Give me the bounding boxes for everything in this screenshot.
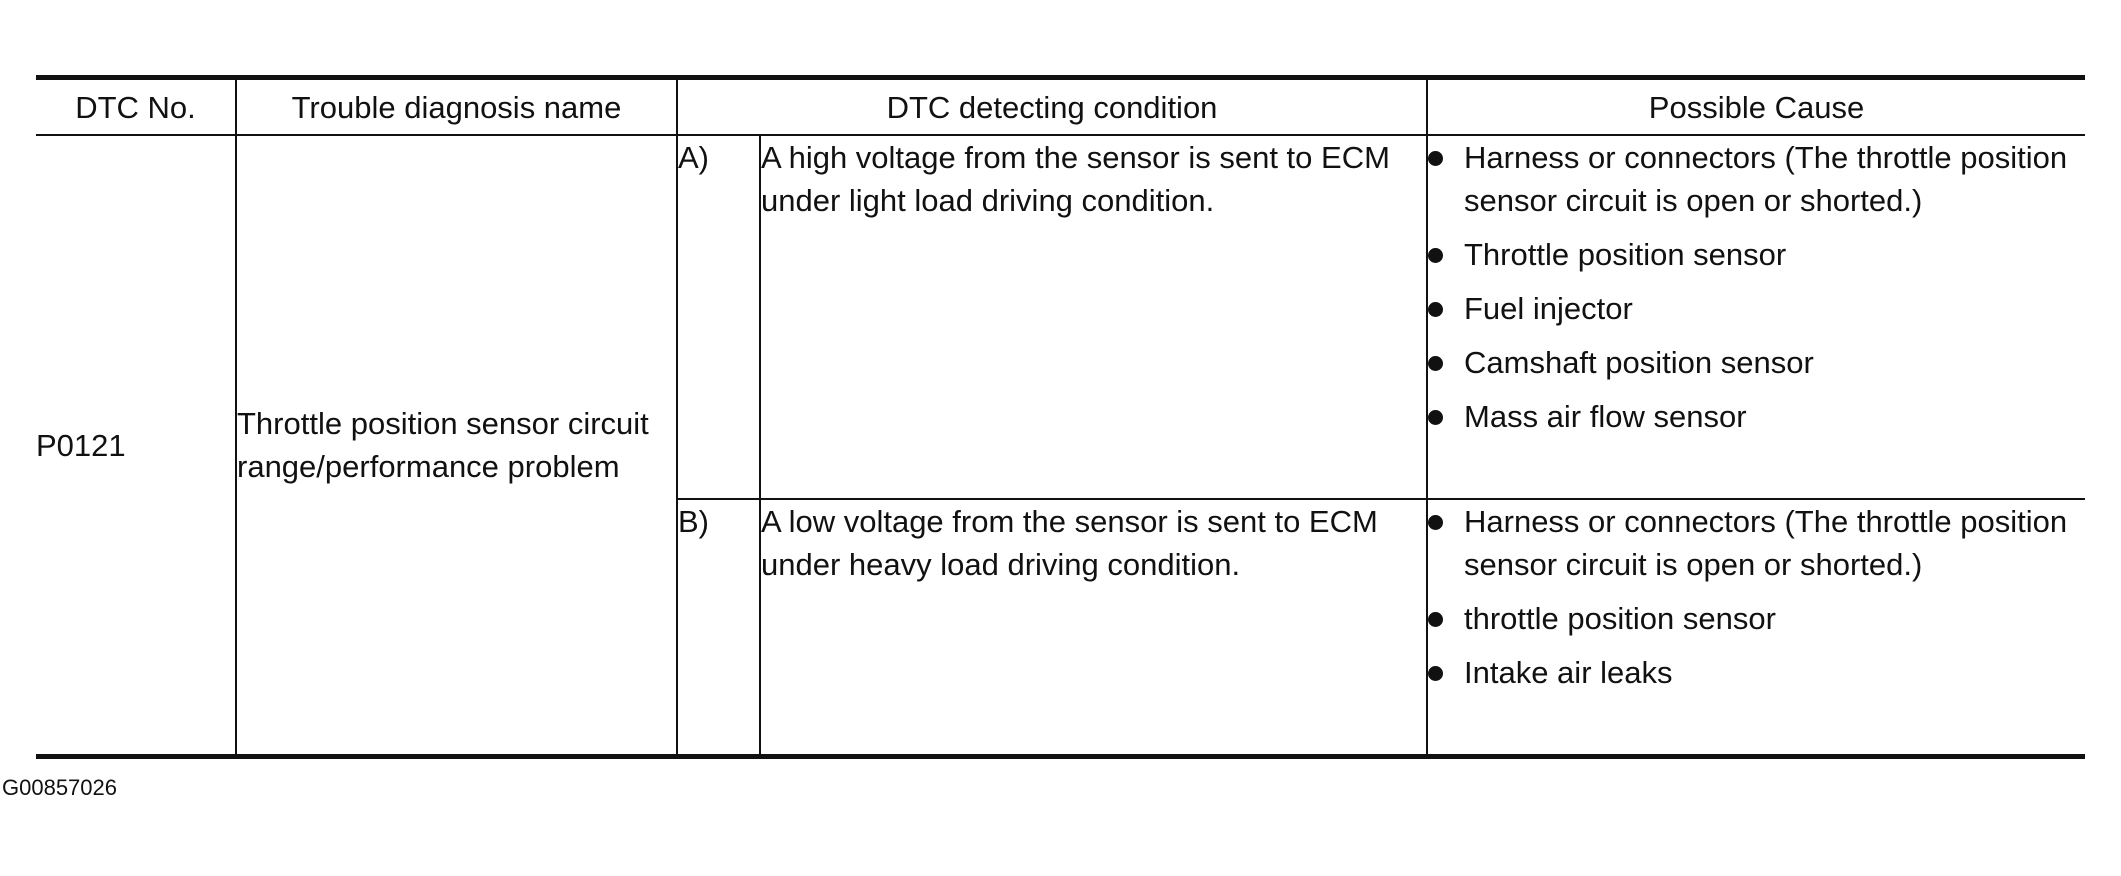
dtc-code: P0121 xyxy=(36,427,126,463)
bullet-icon xyxy=(1428,151,1443,166)
bullet-icon xyxy=(1428,248,1443,263)
bullet-icon xyxy=(1428,302,1443,317)
cause-item: Harness or connectors (The throttle posi… xyxy=(1428,500,2085,586)
cause-cell: Harness or connectors (The throttle posi… xyxy=(1426,135,2085,500)
bullet-icon xyxy=(1428,515,1443,530)
dtc-table: DTC No. Trouble diagnosis name DTC detec… xyxy=(36,75,2085,759)
bullet-icon xyxy=(1428,666,1443,681)
cause-item: Intake air leaks xyxy=(1428,651,2085,694)
condition-letter: B) xyxy=(677,499,761,759)
condition-letter: A) xyxy=(676,135,761,500)
cause-item: Throttle position sensor xyxy=(1428,233,2085,276)
header-dtc-no: DTC No. xyxy=(36,75,237,136)
cause-item: Camshaft position sensor xyxy=(1428,341,2085,384)
trouble-name: Throttle position sensor circuit range/p… xyxy=(237,406,649,484)
table-row: B) A low voltage from the sensor is sent… xyxy=(36,499,2085,759)
cause-item: Mass air flow sensor xyxy=(1428,395,2085,438)
table-header-row: DTC No. Trouble diagnosis name DTC detec… xyxy=(36,75,2085,136)
bullet-icon xyxy=(1428,612,1443,627)
cause-item: Fuel injector xyxy=(1428,287,2085,330)
dtc-code-cell: P0121 xyxy=(36,135,237,759)
condition-text: A high voltage from the sensor is sent t… xyxy=(759,135,1428,500)
header-condition: DTC detecting condition xyxy=(676,75,1428,136)
cause-cell: Harness or connectors (The throttle posi… xyxy=(1426,499,2085,759)
cause-list: Harness or connectors (The throttle posi… xyxy=(1428,500,2085,694)
cause-list: Harness or connectors (The throttle posi… xyxy=(1428,136,2085,438)
table-row: P0121 Throttle position sensor circuit r… xyxy=(36,135,2085,759)
cause-item: throttle position sensor xyxy=(1428,597,2085,640)
trouble-name-cell: Throttle position sensor circuit range/p… xyxy=(235,135,678,759)
condition-text: A low voltage from the sensor is sent to… xyxy=(759,499,1428,759)
bullet-icon xyxy=(1428,410,1443,425)
header-trouble-name: Trouble diagnosis name xyxy=(235,75,678,136)
bullet-icon xyxy=(1428,356,1443,371)
figure-code: G00857026 xyxy=(2,775,117,800)
cause-item: Harness or connectors (The throttle posi… xyxy=(1428,136,2085,222)
header-possible-cause: Possible Cause xyxy=(1426,75,2085,136)
